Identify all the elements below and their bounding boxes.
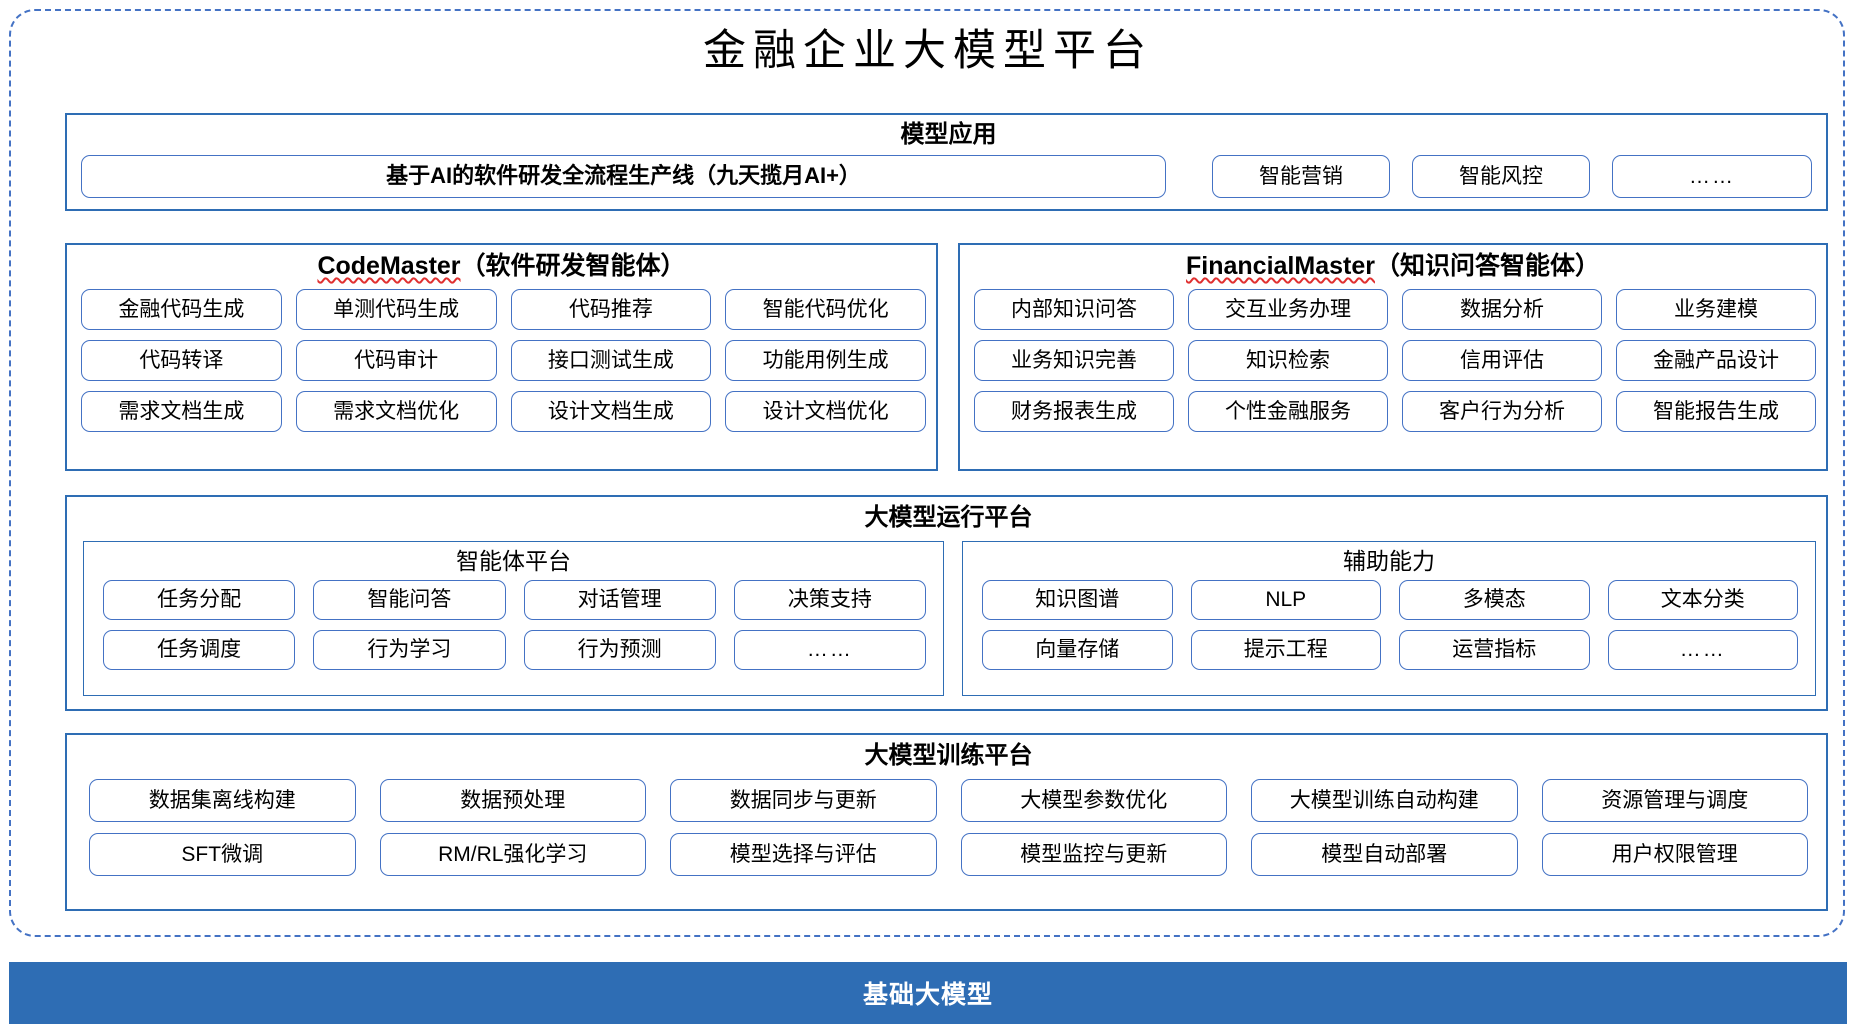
capability-pill[interactable]: 需求文档生成 (81, 391, 282, 432)
runtime-pill-more[interactable]: …… (733, 630, 926, 670)
subpanel-title-agent-platform: 智能体平台 (456, 548, 571, 574)
panel-title-runtime-platform: 大模型运行平台 (864, 504, 1033, 531)
panel-training-platform: 大模型训练平台 数据集离线构建 数据预处理 数据同步与更新 大模型参数优化 大模… (65, 733, 1828, 911)
outer-dashed-frame (9, 9, 1845, 937)
capability-pill[interactable]: 数据分析 (1402, 289, 1602, 330)
capability-pill[interactable]: 接口测试生成 (510, 340, 712, 381)
agent-title-financialmaster: FinancialMaster（知识问答智能体） (960, 250, 1826, 282)
capability-pill[interactable]: 业务知识完善 (974, 340, 1174, 381)
training-pill[interactable]: 数据同步与更新 (670, 779, 937, 822)
capability-pill[interactable]: 设计文档优化 (725, 391, 926, 432)
panel-title-training-platform: 大模型训练平台 (864, 742, 1033, 769)
model-application-item-row: 基于AI的软件研发全流程生产线（九天揽月AI+） 智能营销 智能风控 …… (81, 155, 1816, 198)
agent-suffix-financialmaster: （知识问答智能体） (1374, 252, 1600, 280)
app-item-smart-marketing[interactable]: 智能营销 (1212, 155, 1390, 198)
runtime-pill[interactable]: 对话管理 (523, 580, 716, 620)
training-pill[interactable]: 模型自动部署 (1251, 833, 1518, 876)
capability-pill[interactable]: 设计文档生成 (510, 391, 712, 432)
capability-pill[interactable]: 知识检索 (1188, 340, 1388, 381)
runtime-pill[interactable]: 任务调度 (103, 630, 296, 670)
auxiliary-capability-item-grid: 知识图谱 NLP 多模态 文本分类 向量存储 提示工程 运营指标 …… (982, 580, 1798, 670)
training-pill[interactable]: 资源管理与调度 (1541, 779, 1808, 822)
panel-runtime-platform: 大模型运行平台 智能体平台 任务分配 智能问答 对话管理 决策支持 任务调度 行… (65, 495, 1828, 711)
runtime-pill[interactable]: 智能问答 (313, 580, 506, 620)
capability-pill[interactable]: 智能代码优化 (725, 289, 926, 330)
agent-suffix-codemaster: （软件研发智能体） (460, 252, 686, 280)
subpanel-agent-platform: 智能体平台 任务分配 智能问答 对话管理 决策支持 任务调度 行为学习 行为预测… (83, 541, 944, 696)
runtime-pill[interactable]: 多模态 (1399, 580, 1590, 620)
capability-pill[interactable]: 内部知识问答 (974, 289, 1174, 330)
training-pill[interactable]: 数据预处理 (379, 779, 646, 822)
runtime-pill-more[interactable]: …… (1607, 630, 1798, 670)
base-model-label: 基础大模型 (862, 981, 993, 1009)
training-pill[interactable]: 模型监控与更新 (960, 833, 1227, 876)
training-pill[interactable]: 大模型训练自动构建 (1251, 779, 1518, 822)
capability-pill[interactable]: 交互业务办理 (1188, 289, 1388, 330)
runtime-pill[interactable]: NLP (1190, 580, 1381, 620)
subpanel-title-auxiliary-capability: 辅助能力 (1343, 548, 1435, 574)
capability-pill[interactable]: 金融代码生成 (81, 289, 282, 330)
agent-platform-item-grid: 任务分配 智能问答 对话管理 决策支持 任务调度 行为学习 行为预测 …… (103, 580, 926, 670)
training-pill[interactable]: RM/RL强化学习 (379, 833, 646, 876)
panel-title-model-application: 模型应用 (900, 121, 997, 148)
subpanel-auxiliary-capability: 辅助能力 知识图谱 NLP 多模态 文本分类 向量存储 提示工程 运营指标 …… (962, 541, 1816, 696)
training-pill[interactable]: 大模型参数优化 (960, 779, 1227, 822)
training-platform-item-grid: 数据集离线构建 数据预处理 数据同步与更新 大模型参数优化 大模型训练自动构建 … (89, 779, 1808, 876)
app-item-ai-pipeline[interactable]: 基于AI的软件研发全流程生产线（九天揽月AI+） (81, 155, 1166, 198)
agent-name-codemaster: CodeMaster (317, 252, 461, 280)
runtime-pill[interactable]: 知识图谱 (982, 580, 1173, 620)
runtime-pill[interactable]: 文本分类 (1607, 580, 1798, 620)
training-pill[interactable]: 用户权限管理 (1541, 833, 1808, 876)
runtime-pill[interactable]: 任务分配 (103, 580, 296, 620)
runtime-pill[interactable]: 决策支持 (733, 580, 926, 620)
capability-pill[interactable]: 业务建模 (1616, 289, 1816, 330)
capability-pill[interactable]: 财务报表生成 (974, 391, 1174, 432)
capability-pill[interactable]: 金融产品设计 (1616, 340, 1816, 381)
capability-pill[interactable]: 需求文档优化 (295, 391, 497, 432)
agent-name-financialmaster: FinancialMaster (1186, 252, 1375, 280)
panel-codemaster-agent: CodeMaster（软件研发智能体） 金融代码生成 单测代码生成 代码推荐 智… (65, 243, 938, 471)
codemaster-capability-grid: 金融代码生成 单测代码生成 代码推荐 智能代码优化 代码转译 代码审计 接口测试… (81, 289, 926, 432)
capability-pill[interactable]: 代码推荐 (510, 289, 712, 330)
app-item-smart-risk-control[interactable]: 智能风控 (1412, 155, 1590, 198)
runtime-pill[interactable]: 向量存储 (982, 630, 1173, 670)
base-model-bar: 基础大模型 (9, 962, 1847, 1024)
financialmaster-capability-grid: 内部知识问答 交互业务办理 数据分析 业务建模 业务知识完善 知识检索 信用评估… (974, 289, 1816, 432)
agent-title-codemaster: CodeMaster（软件研发智能体） (67, 250, 936, 282)
runtime-pill[interactable]: 提示工程 (1190, 630, 1381, 670)
capability-pill[interactable]: 个性金融服务 (1188, 391, 1388, 432)
training-pill[interactable]: 数据集离线构建 (89, 779, 356, 822)
training-pill[interactable]: SFT微调 (89, 833, 356, 876)
capability-pill[interactable]: 代码转译 (81, 340, 282, 381)
page-title: 金融企业大模型平台 (703, 26, 1153, 76)
capability-pill[interactable]: 单测代码生成 (295, 289, 497, 330)
capability-pill[interactable]: 智能报告生成 (1616, 391, 1816, 432)
panel-financialmaster-agent: FinancialMaster（知识问答智能体） 内部知识问答 交互业务办理 数… (958, 243, 1828, 471)
capability-pill[interactable]: 客户行为分析 (1402, 391, 1602, 432)
training-pill[interactable]: 模型选择与评估 (670, 833, 937, 876)
runtime-pill[interactable]: 运营指标 (1399, 630, 1590, 670)
capability-pill[interactable]: 代码审计 (295, 340, 497, 381)
app-item-more[interactable]: …… (1612, 155, 1812, 198)
panel-model-application: 模型应用 基于AI的软件研发全流程生产线（九天揽月AI+） 智能营销 智能风控 … (65, 113, 1828, 211)
capability-pill[interactable]: 功能用例生成 (725, 340, 926, 381)
capability-pill[interactable]: 信用评估 (1402, 340, 1602, 381)
runtime-pill[interactable]: 行为预测 (523, 630, 716, 670)
runtime-pill[interactable]: 行为学习 (313, 630, 506, 670)
